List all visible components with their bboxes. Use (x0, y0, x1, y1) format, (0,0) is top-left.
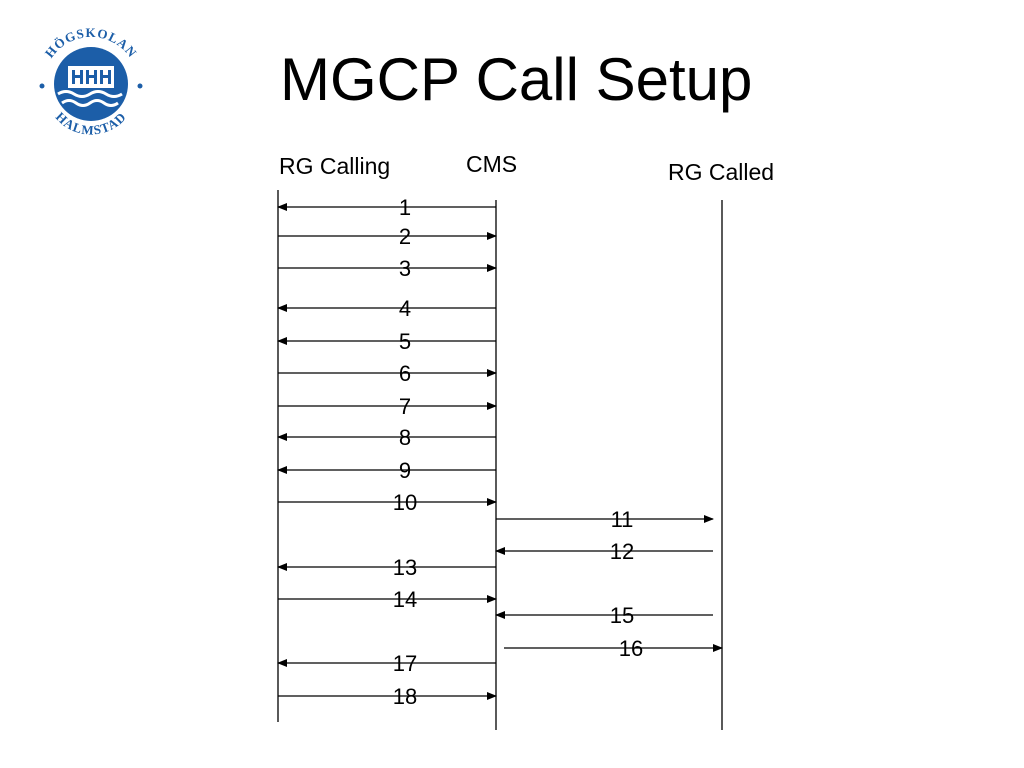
entity-cms-label: CMS (466, 151, 518, 177)
entity-rg-called-label: RG Called (668, 159, 775, 185)
message-label-17: 17 (393, 651, 417, 676)
message-label-9: 9 (399, 458, 411, 483)
message-label-1: 1 (399, 195, 411, 220)
slide-title: MGCP Call Setup (280, 46, 753, 113)
message-label-15: 15 (610, 603, 634, 628)
message-label-12: 12 (610, 539, 634, 564)
hogskolan-halmstad-logo: HÖGSKOLAN HALMSTAD (39, 25, 143, 138)
message-label-6: 6 (399, 361, 411, 386)
message-label-16: 16 (619, 636, 643, 661)
message-label-5: 5 (399, 329, 411, 354)
message-label-14: 14 (393, 587, 417, 612)
entity-rg-calling-label: RG Calling (279, 153, 391, 179)
message-label-13: 13 (393, 555, 417, 580)
message-label-4: 4 (399, 296, 411, 321)
message-label-18: 18 (393, 684, 417, 709)
message-label-11: 11 (611, 507, 634, 532)
message-label-10: 10 (393, 490, 417, 515)
message-label-8: 8 (399, 425, 411, 450)
message-label-7: 7 (399, 394, 411, 419)
message-label-3: 3 (399, 256, 411, 281)
message-label-2: 2 (399, 224, 411, 249)
